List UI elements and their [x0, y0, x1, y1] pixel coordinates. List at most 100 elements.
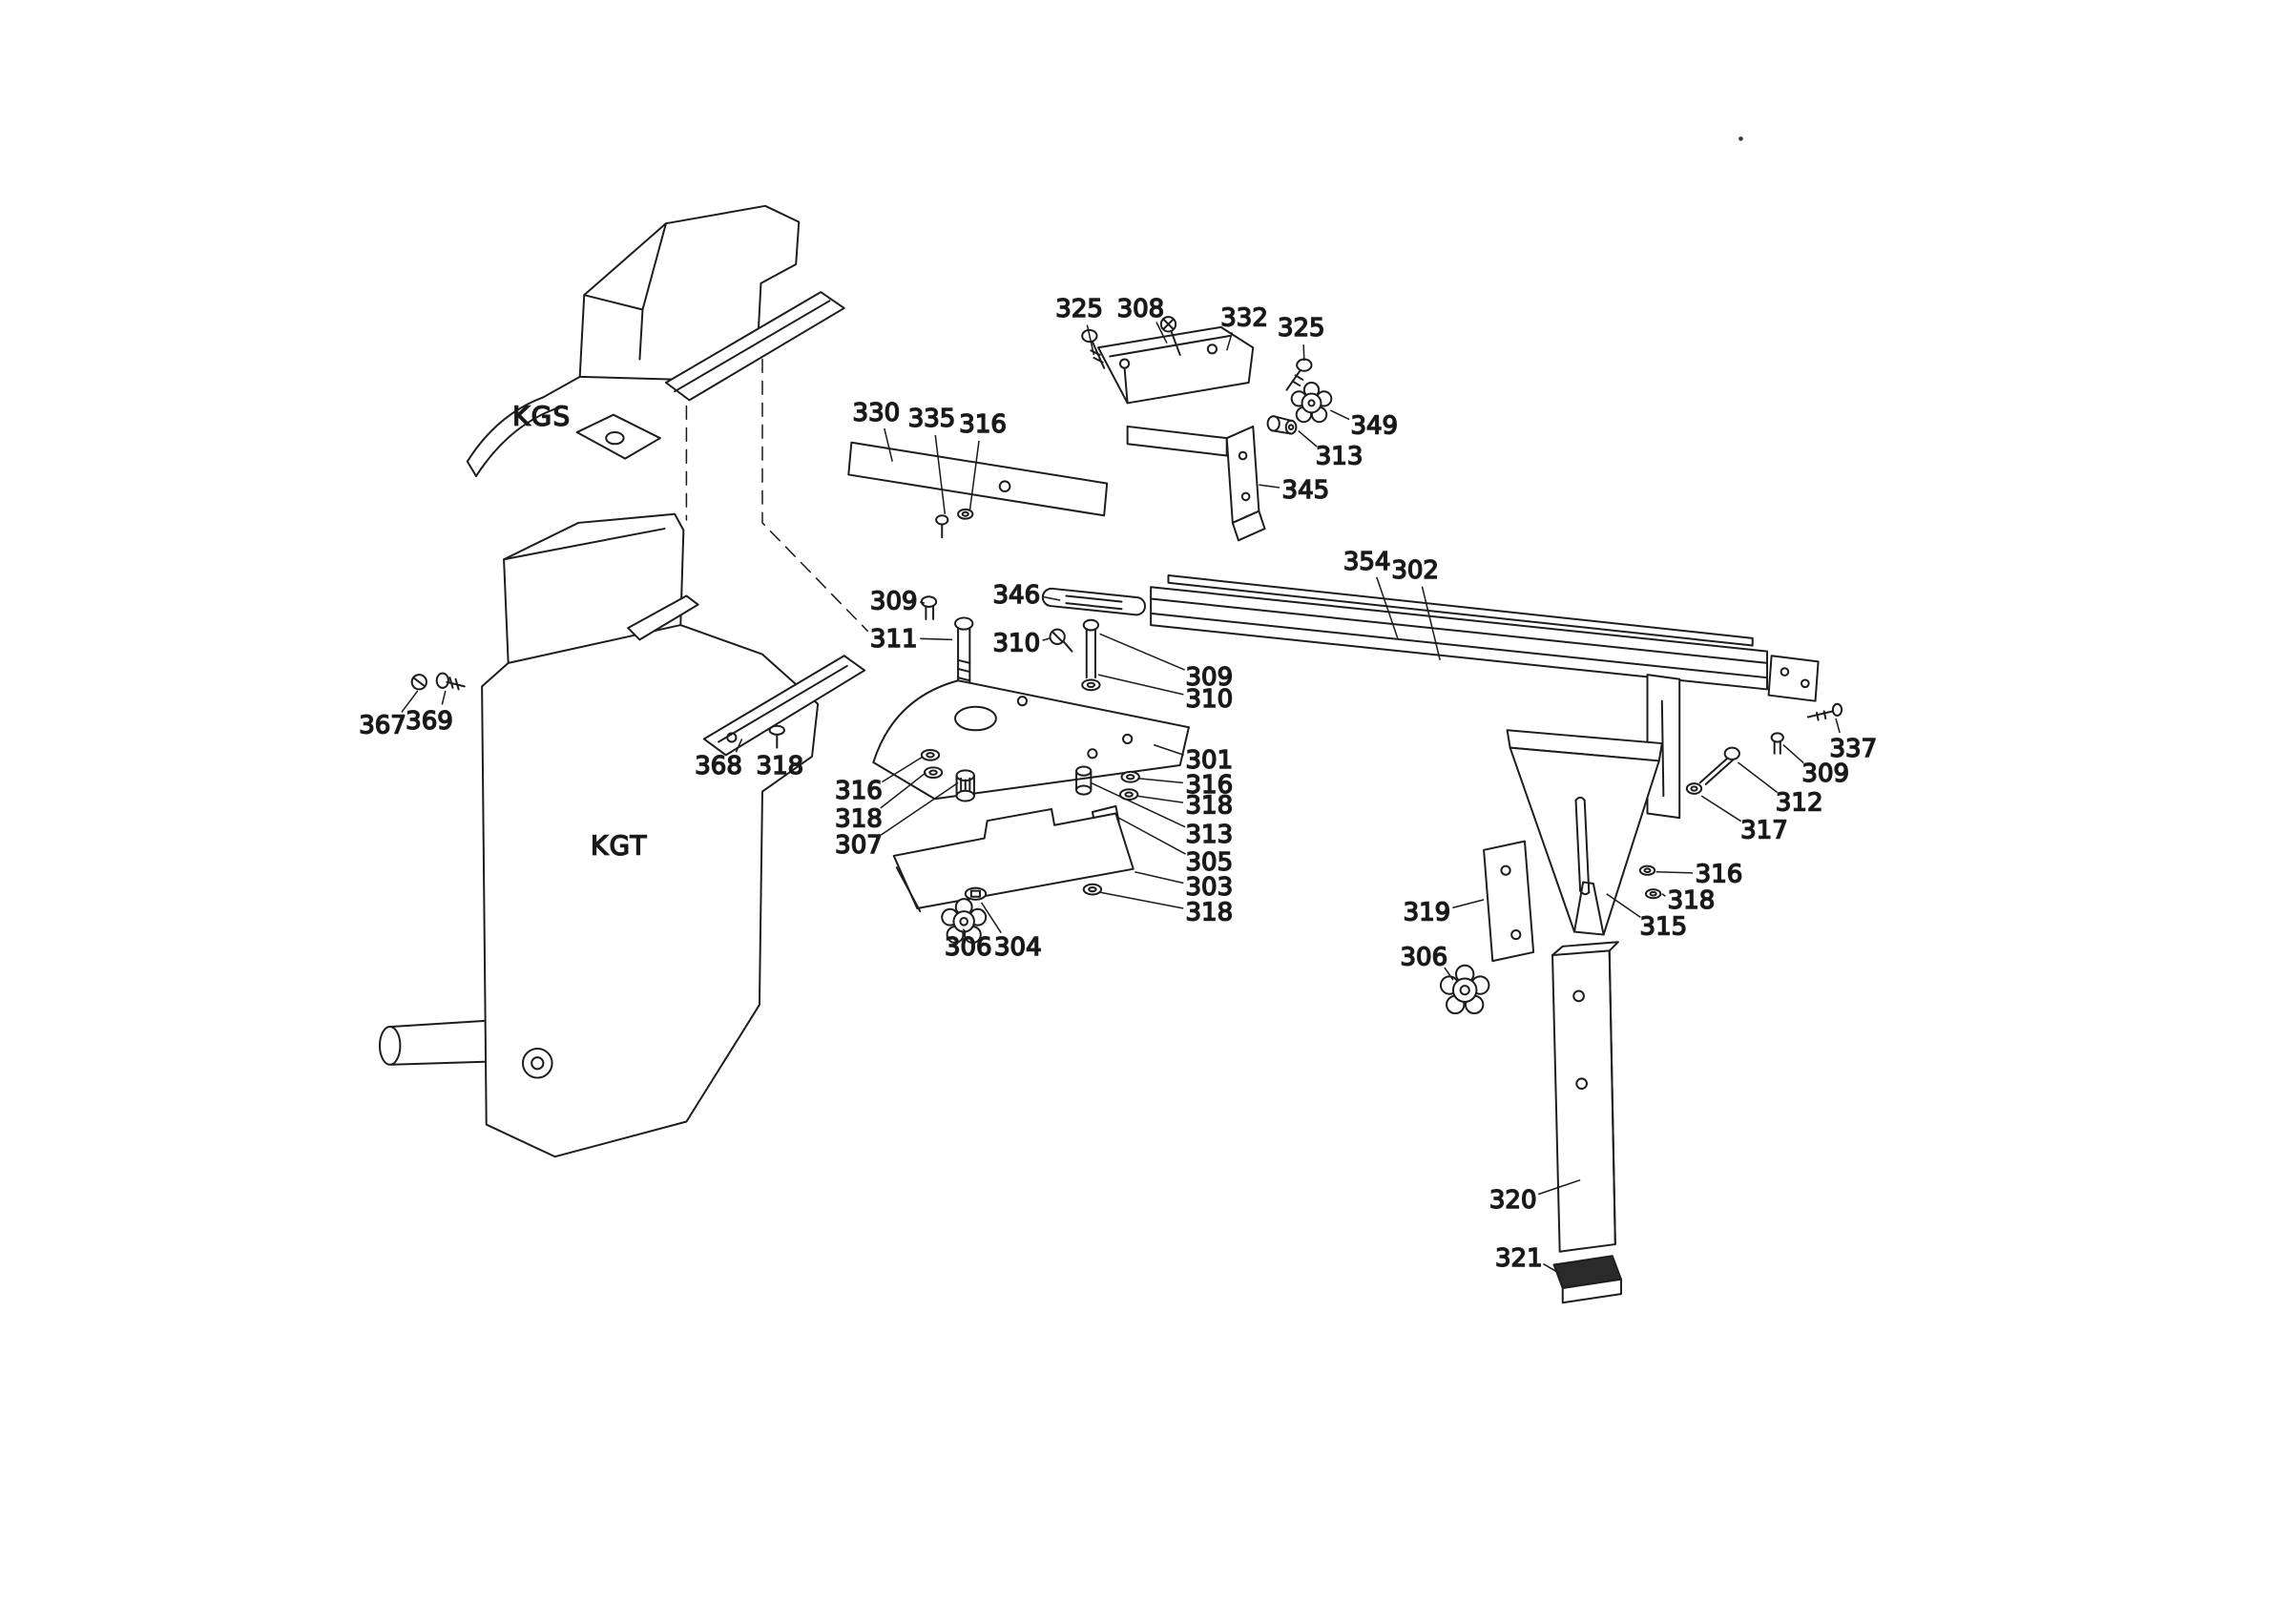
leader-line: [882, 756, 924, 783]
rail-strip-354: [1167, 574, 1754, 647]
leader-line: [1042, 637, 1051, 641]
screw-367-369: [410, 672, 466, 691]
leader-line: [1118, 817, 1186, 855]
leader-line: [962, 928, 967, 933]
part-number-label: 317: [1740, 817, 1788, 845]
washer-stack-right: [1118, 770, 1140, 801]
leader-line: [1452, 899, 1485, 909]
support-bracket-315: [1506, 729, 1663, 936]
bracket-332: [1097, 325, 1255, 405]
leader-line: [1700, 795, 1742, 822]
bolt-309-washer-310: [1081, 618, 1101, 692]
part-number-label: 309: [870, 587, 918, 615]
part-number-label: 309: [1801, 760, 1849, 788]
part-number-label: 316: [959, 410, 1007, 439]
stray-mark: [1738, 136, 1743, 141]
part-number-label: 325: [1278, 314, 1325, 343]
plate-301: [872, 679, 1190, 801]
part-number-label: 316: [1186, 771, 1234, 800]
part-number-label: 349: [1350, 412, 1398, 441]
part-number-label: 346: [992, 581, 1040, 610]
leader-line: [1537, 1178, 1581, 1196]
part-number-label: 301: [1186, 746, 1234, 775]
plate-303: [892, 807, 1135, 913]
leader-line: [1376, 576, 1399, 639]
leader-line: [1606, 893, 1641, 918]
part-number-label: 310: [1186, 685, 1234, 714]
part-number-label: 318: [1186, 898, 1234, 927]
bolt-311: [954, 616, 974, 685]
part-number-label: 305: [1186, 848, 1234, 877]
kgt-saw-outline: [378, 512, 820, 1158]
knob-306-right: [1439, 964, 1490, 1015]
screw-310-left: [1049, 628, 1073, 653]
leader-line: [1137, 778, 1183, 784]
leader-line: [881, 781, 959, 836]
leader-line: [1259, 484, 1280, 489]
machine-label: KGS: [512, 401, 572, 431]
part-number-label: 318: [1668, 886, 1716, 915]
knob-349: [1290, 382, 1333, 424]
washer-stack-left: [920, 748, 975, 802]
kgs-saw-outline: [466, 204, 845, 477]
bracket-345: [1126, 425, 1266, 542]
part-number-label: 310: [992, 630, 1040, 658]
rail-302: [1150, 586, 1769, 691]
screw-337: [1806, 702, 1843, 721]
leader-line: [1543, 1262, 1561, 1275]
part-number-label: 316: [1696, 860, 1743, 888]
part-number-label: 315: [1640, 913, 1688, 942]
machine-label: KGT: [591, 830, 648, 861]
part-number-label: 319: [1404, 898, 1451, 927]
part-number-label: 311: [870, 625, 918, 654]
part-number-label: 309: [1186, 663, 1234, 692]
washer-304: [964, 886, 988, 901]
part-number-label: 312: [1776, 788, 1823, 817]
alignment-dashed-lines: [685, 358, 868, 632]
leader-line: [1421, 586, 1441, 661]
leader-line: [1835, 718, 1841, 734]
plate-319: [1483, 840, 1535, 963]
leader-line: [1302, 344, 1305, 362]
part-number-label: 318: [1186, 792, 1234, 821]
nut-316-right: [1638, 864, 1662, 900]
leader-line: [1155, 322, 1168, 344]
part-number-label: 306: [1401, 944, 1448, 972]
leader-line: [1655, 870, 1693, 874]
part-number-label: 313: [1316, 443, 1364, 471]
leg-320: [1551, 941, 1619, 1253]
part-number-label: 332: [1220, 303, 1268, 332]
leader-line: [401, 690, 419, 713]
leader-line: [1661, 893, 1666, 897]
part-number-label: 354: [1343, 548, 1391, 576]
part-number-label: 345: [1282, 476, 1330, 505]
nut-318-bottom: [1082, 883, 1103, 896]
leader-line: [735, 739, 743, 753]
screw-308: [1159, 316, 1181, 356]
leader-line: [1330, 409, 1350, 421]
leader-line: [1099, 633, 1185, 671]
leader-line: [880, 772, 926, 809]
screw-309-top: [920, 595, 938, 620]
knob-306-center: [941, 898, 988, 944]
screw-309-right: [1770, 732, 1784, 755]
leader-line: [1091, 781, 1186, 828]
leader-line: [1782, 744, 1804, 764]
part-number-label: 303: [1186, 873, 1234, 902]
part-number-label: 313: [1186, 821, 1234, 849]
part-number-label: 337: [1830, 735, 1878, 763]
leader-line: [1086, 324, 1095, 356]
leader-line: [968, 440, 980, 511]
leader-line: [884, 427, 893, 462]
part-number-label: 330: [853, 399, 901, 427]
part-number-label: 308: [1117, 295, 1165, 323]
part-number-label: 369: [406, 707, 453, 736]
leader-line: [1153, 743, 1184, 756]
leader-line: [919, 601, 926, 604]
leader-line: [1737, 761, 1778, 793]
leader-line: [1135, 795, 1184, 803]
part-number-label: 306: [945, 933, 992, 962]
